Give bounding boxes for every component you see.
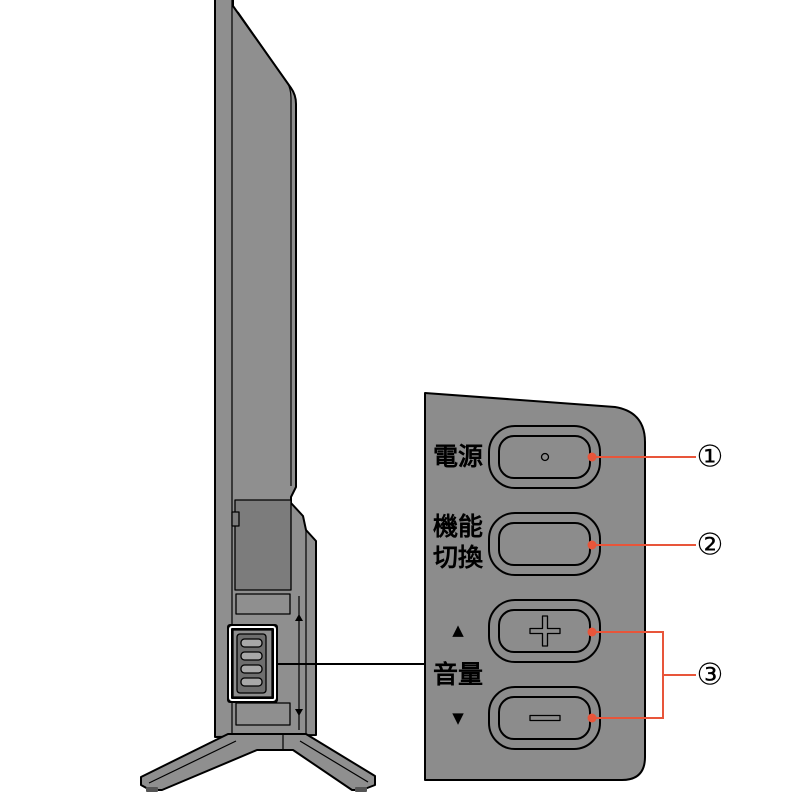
function-button	[488, 512, 601, 576]
tv-stand-left-leg-edge	[148, 740, 237, 784]
volume-down-arrow: ▼	[452, 709, 464, 727]
callout-number-2: ②	[697, 528, 724, 563]
tv-stand-body	[140, 733, 376, 791]
tv-control-key-volume-down	[240, 677, 263, 687]
volume-up-button	[488, 599, 601, 663]
volume-label: 音量	[433, 660, 483, 689]
tv-control-upper-cap	[235, 593, 291, 615]
callout-dot-function	[587, 540, 597, 550]
tv-control-key-function	[240, 651, 263, 661]
tv-control-lower-cap	[235, 702, 291, 726]
power-button	[488, 425, 601, 489]
control-panel-enlarged: 電源 機能 切換 ▲ 音量 ▼	[424, 392, 646, 781]
tv-back-cover-notch	[231, 511, 240, 527]
power-label: 電源	[433, 443, 483, 471]
tv-control-buttons-highlight	[227, 624, 278, 703]
function-label-line1: 機能	[433, 512, 483, 541]
callouts: ① ② ③	[587, 440, 724, 723]
tv-control-key-power	[240, 638, 263, 648]
tv-stand-foot-left	[146, 787, 158, 792]
tv-back-cover	[234, 499, 292, 591]
plus-icon	[529, 615, 561, 647]
highlight-frame-white	[229, 626, 276, 701]
tv-back-inner-edge	[237, 11, 292, 486]
power-dot-icon	[540, 452, 550, 462]
function-button-inner	[498, 522, 591, 566]
tv-stand-right-leg-edge	[299, 740, 369, 783]
volume-up-arrow: ▲	[452, 621, 464, 639]
tv-stand	[140, 733, 376, 792]
callout-number-1: ①	[697, 440, 724, 475]
tv-control-key-volume-up	[240, 664, 263, 674]
minus-icon	[529, 714, 561, 722]
callout-number-3: ③	[697, 658, 724, 693]
callout-dot-power	[587, 452, 597, 462]
callout-dot-volume-down	[587, 713, 597, 723]
tv-rail-down-mark	[295, 709, 303, 716]
callout-dot-volume-up	[587, 627, 597, 637]
tv-rail-up-mark	[295, 614, 303, 621]
function-label-line2: 切換	[433, 544, 484, 572]
control-panel	[424, 392, 646, 781]
tv-side-view	[140, 0, 376, 792]
volume-down-button	[488, 686, 601, 750]
tv-stand-foot-right	[355, 787, 367, 792]
